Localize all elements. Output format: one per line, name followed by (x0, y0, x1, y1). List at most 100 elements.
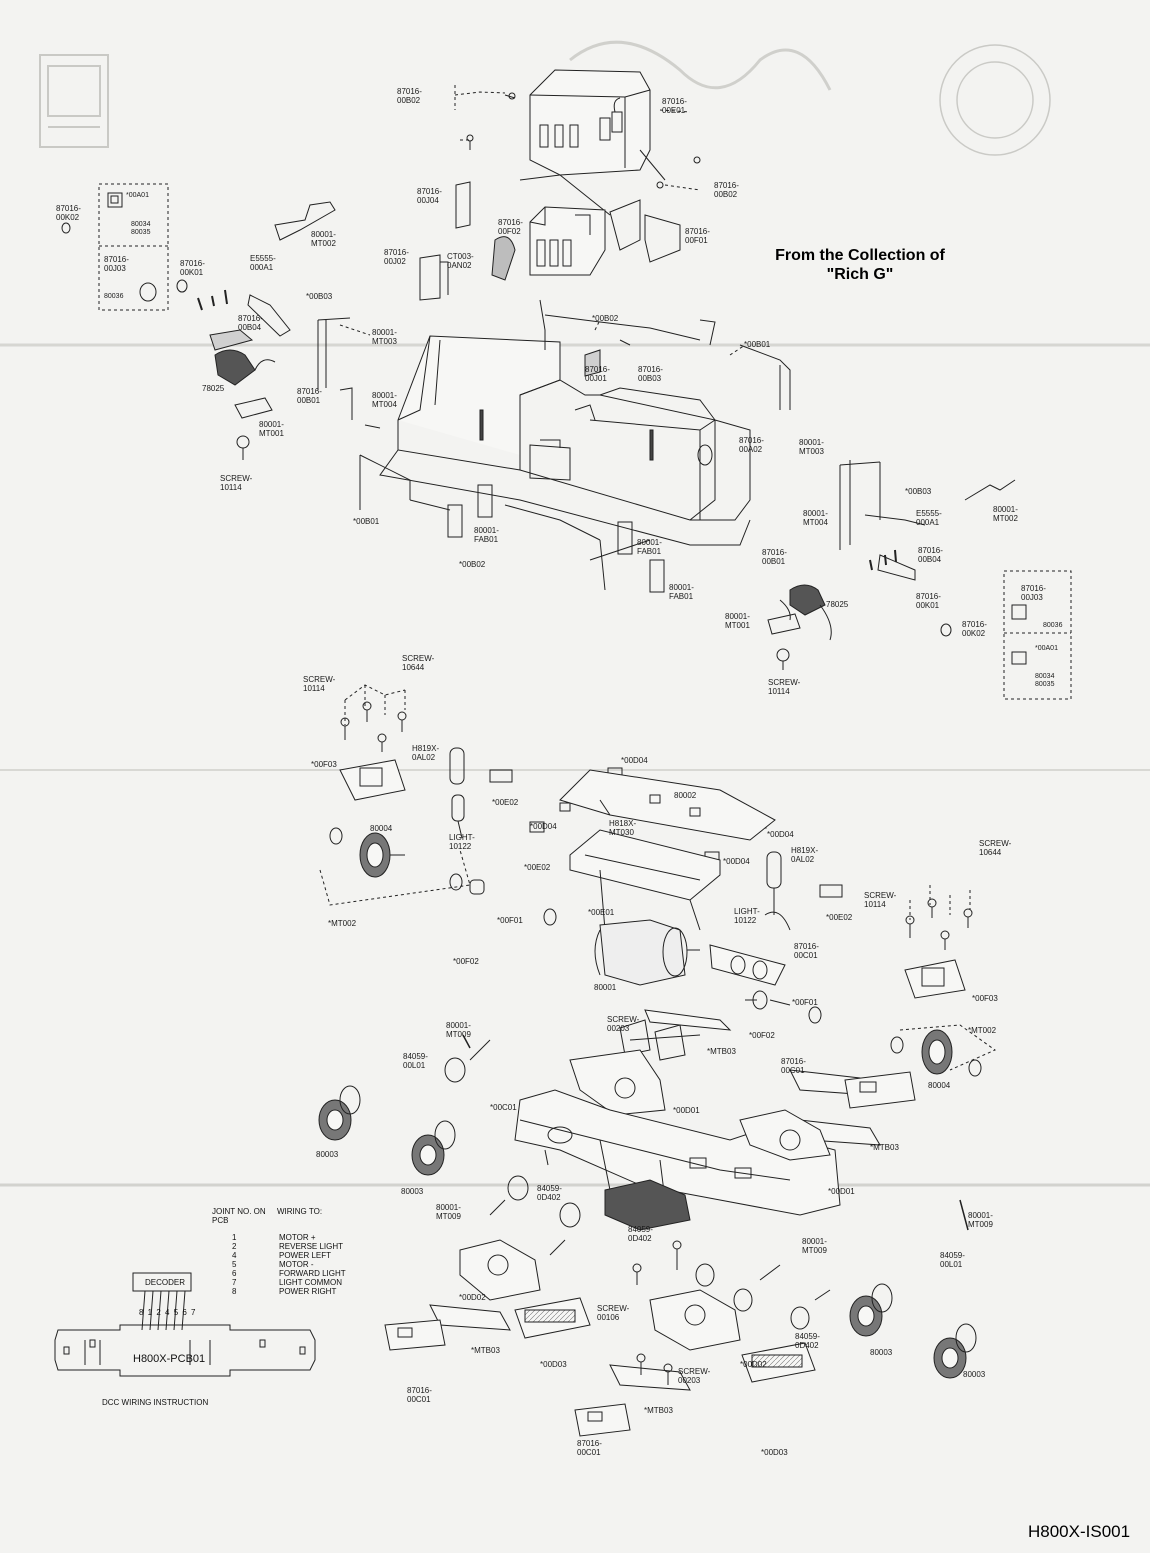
part-label: *00D02 (459, 1293, 486, 1302)
part-label: 87016- 00F02 (498, 218, 523, 236)
part-label: *00D04 (767, 830, 794, 839)
part-label: 80001- MT001 (725, 612, 750, 630)
end-plate-lower-left (384, 1319, 446, 1351)
part-label: LIGHT- 10122 (734, 907, 760, 925)
spare-parts-box-right (1003, 570, 1072, 700)
part-label: 87016- 00C01 (407, 1386, 432, 1404)
part-label: 87016- 00B04 (238, 314, 263, 332)
part-label: *00B02 (592, 314, 619, 323)
part-label: 80001- MT001 (259, 420, 284, 438)
part-label: *00D01 (673, 1106, 700, 1115)
part-label: *00D01 (828, 1187, 855, 1196)
truck-bracket-left (339, 759, 406, 801)
part-label: 87016- 00J02 (384, 248, 409, 266)
screws-right (905, 898, 973, 950)
part-label: 80001- MT004 (372, 391, 397, 409)
truck-gearbox-left (569, 1049, 666, 1116)
part-label: *00B03 (905, 487, 932, 496)
coupler-left (214, 349, 276, 386)
pilot-steps-left (209, 201, 336, 351)
wiring-joint: 1 (232, 1233, 237, 1242)
part-label: 87016- 00K02 (56, 204, 81, 222)
part-label: 80001 (594, 983, 617, 992)
dashed-box-mt002-left (319, 849, 471, 906)
part-label: 87016- 00E01 (662, 97, 687, 115)
wiring-joint: 7 (232, 1278, 237, 1287)
part-label: 87016- 00J03 (1021, 584, 1046, 602)
axle-pins (462, 1034, 969, 1231)
wiring-col2-header: WIRING TO: (277, 1207, 323, 1216)
wiring-target: REVERSE LIGHT (279, 1242, 344, 1251)
part-label: *MTB03 (644, 1406, 673, 1415)
pickup-plate-00D03-left (514, 1297, 591, 1339)
gearbox-lower-right (649, 1289, 741, 1351)
screws-lower (636, 1353, 673, 1385)
wiring-target: MOTOR + (279, 1233, 316, 1242)
part-label: 87016- 00J04 (417, 187, 442, 205)
part-label: 87016- 00B01 (297, 387, 322, 405)
part-label: LIGHT- 10122 (449, 833, 475, 851)
part-label: *MTB03 (471, 1346, 500, 1355)
chassis-frame-top (569, 829, 721, 931)
wiring-target: POWER LEFT (279, 1251, 332, 1260)
part-label: *00F01 (497, 916, 523, 925)
part-label: 78025 (202, 384, 225, 393)
cab-shell (519, 69, 666, 216)
part-label: *00D04 (530, 822, 557, 831)
cab-hood-unit (529, 206, 606, 276)
part-label: *00A01 (1035, 645, 1058, 652)
part-label: 80003 (963, 1370, 986, 1379)
part-label: 80001- MT002 (311, 230, 336, 248)
credit-line-2: "Rich G" (826, 266, 894, 283)
wiring-target: LIGHT COMMON (279, 1278, 342, 1287)
part-label: SCREW- 00106 (597, 1304, 630, 1322)
decoder-label: DECODER (145, 1278, 186, 1287)
part-label: *00E02 (492, 798, 519, 807)
leader-dashes-top (339, 85, 746, 356)
wiring-joint: 8 (232, 1287, 237, 1296)
part-label: *00D02 (740, 1360, 767, 1369)
part-label: 84059- 00L01 (940, 1251, 965, 1269)
part-label: 87016- 00C01 (577, 1439, 602, 1457)
part-label: SCREW- 10644 (979, 839, 1012, 857)
credit-line-1: From the Collection of (775, 247, 945, 264)
part-label: *00D04 (621, 756, 648, 765)
spare-parts-box-left (98, 183, 169, 311)
handrails-left (317, 317, 411, 510)
wiring-joint: 4 (232, 1251, 237, 1260)
part-label: SCREW- 10114 (864, 891, 897, 909)
rear-handrails-right (839, 460, 1016, 581)
wiring-col1-header: JOINT NO. ON PCB (212, 1207, 266, 1225)
part-label: 80001- FAB01 (669, 583, 694, 601)
part-label: SCREW- 10644 (402, 654, 435, 672)
motor-80001 (594, 919, 700, 986)
pcb-name: H800X-PCB01 (133, 1353, 206, 1365)
part-label: *MT002 (328, 919, 357, 928)
part-label: SCREW- 10114 (303, 675, 336, 693)
worm-shaft-assy (709, 944, 822, 1024)
coupler-right (779, 584, 832, 641)
part-label: SCREW- 00203 (607, 1015, 640, 1033)
part-label: CT003- 0AN02 (447, 252, 474, 270)
part-label: 80001- MT004 (803, 509, 828, 527)
screws-top (236, 435, 790, 670)
part-label: E5555- 000A1 (916, 509, 942, 527)
ho-scale-logo (39, 54, 109, 148)
truck-bracket-right (904, 959, 966, 999)
part-label: 80003 (316, 1150, 339, 1159)
part-label: *00F02 (749, 1031, 775, 1040)
part-label: *00D04 (723, 857, 750, 866)
screw-group-left (344, 684, 406, 725)
wiring-joint: 6 (232, 1269, 237, 1278)
part-label: *00D03 (761, 1448, 788, 1457)
part-label: 80001- FAB01 (474, 526, 499, 544)
wheelset-80003-left (318, 1085, 456, 1176)
spare-coupler-parts (61, 192, 1027, 665)
part-label: 80001- MT003 (372, 328, 397, 346)
part-label: E5555- 000A1 (250, 254, 276, 272)
part-label: 80001- MT009 (968, 1211, 993, 1229)
part-label: *00B02 (459, 560, 486, 569)
wiring-target: FORWARD LIGHT (279, 1269, 346, 1278)
wiring-target: POWER RIGHT (279, 1287, 337, 1296)
